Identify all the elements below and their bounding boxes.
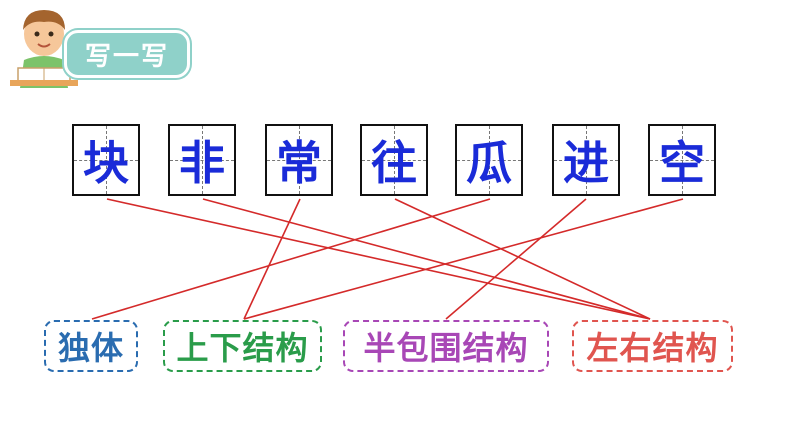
char-kuai: 块 <box>83 136 129 190</box>
char-chang: 常 <box>276 136 322 190</box>
category-banbaowei: 半包围结构 <box>343 320 549 372</box>
char-kong: 空 <box>659 136 705 190</box>
char-box-6: 进 <box>552 124 620 196</box>
char-fei: 非 <box>179 136 225 190</box>
match-line-wang-zuoyou <box>394 198 651 320</box>
match-line-jin-banbaowei <box>445 198 587 320</box>
match-line-kuai-zuoyou <box>106 198 651 320</box>
char-box-4: 往 <box>360 124 428 196</box>
char-box-3: 常 <box>265 124 333 196</box>
category-duti: 独体 <box>44 320 138 372</box>
category-shangxia: 上下结构 <box>163 320 322 372</box>
char-jin: 进 <box>563 136 609 190</box>
category-zuoyou: 左右结构 <box>572 320 733 372</box>
char-box-5: 瓜 <box>455 124 523 196</box>
match-line-gua-duti <box>91 198 491 320</box>
char-box-2: 非 <box>168 124 236 196</box>
student-reading-icon <box>10 10 78 88</box>
char-gua: 瓜 <box>466 136 512 190</box>
match-line-chang-shangxia <box>243 198 301 320</box>
match-line-fei-zuoyou <box>202 198 651 320</box>
char-wang: 往 <box>371 136 417 190</box>
char-box-1: 块 <box>72 124 140 196</box>
match-line-kong-shangxia <box>243 198 684 320</box>
char-box-7: 空 <box>648 124 716 196</box>
section-title: 写一写 <box>64 30 190 78</box>
